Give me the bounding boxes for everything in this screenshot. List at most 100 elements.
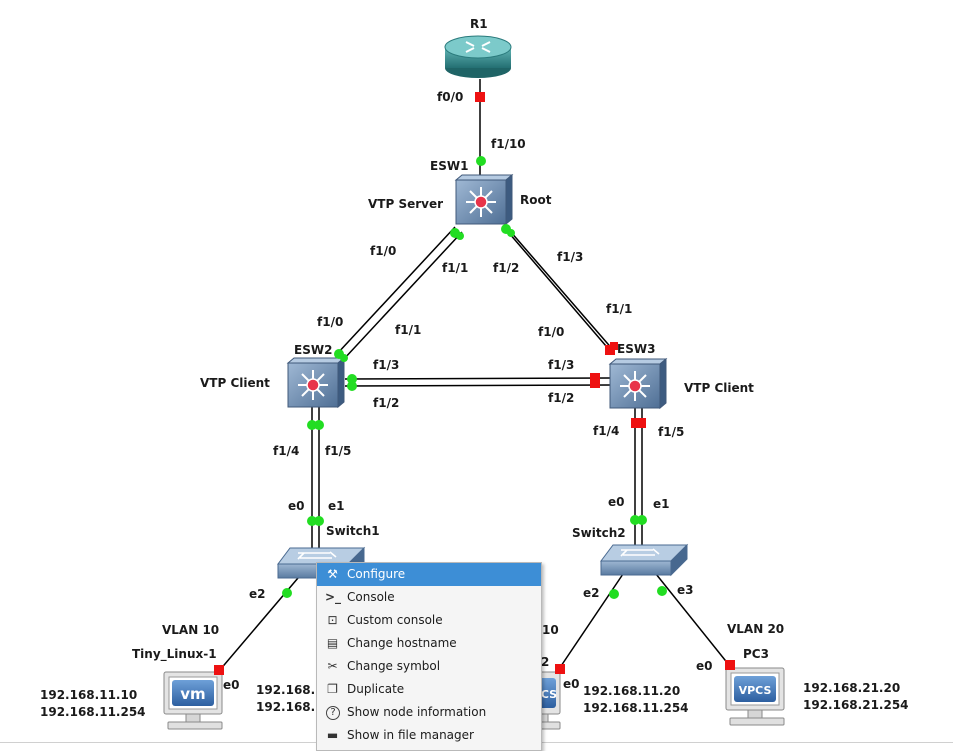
port-label: e0: [696, 659, 713, 673]
note-root[interactable]: Root: [520, 193, 552, 207]
custom-console-icon: ⊡: [327, 613, 338, 627]
gateway-address: 192.168.21.254: [803, 698, 909, 712]
port-label: f1/2: [493, 261, 520, 275]
port-sw1-e1-up: [314, 516, 324, 526]
port-label: f0/0: [437, 90, 464, 104]
port-label: e1: [653, 497, 670, 511]
port-label: e1: [328, 499, 345, 513]
info-icon: ?: [326, 706, 340, 720]
gateway-address: 192.168.11.254: [583, 701, 689, 715]
router-r1[interactable]: [444, 35, 512, 78]
menu-item-duplicate[interactable]: ❐ Duplicate: [317, 678, 541, 701]
port-sw2-e3-up: [657, 586, 667, 596]
vpcs-logo-partial: CS: [541, 688, 557, 701]
menu-item-change-hostname[interactable]: ▤ Change hostname: [317, 632, 541, 655]
node-label-pc3[interactable]: PC3: [743, 647, 769, 661]
esw2-icon[interactable]: [286, 356, 346, 409]
menu-item-custom-console[interactable]: ⊡ Custom console: [317, 609, 541, 632]
port-label: e0: [223, 678, 240, 692]
port-sw2-e1-up: [637, 515, 647, 525]
node-label-esw2[interactable]: ESW2: [294, 343, 333, 357]
menu-item-label: Duplicate: [347, 682, 405, 696]
port-label: f1/0: [370, 244, 397, 258]
note-vtp-server[interactable]: VTP Server: [368, 197, 444, 211]
menu-item-label: Configure: [347, 567, 406, 581]
port-esw3-f12-down: [590, 380, 600, 388]
note-vlan20[interactable]: VLAN 20: [727, 622, 785, 636]
port-esw3-f13-down: [590, 373, 600, 383]
ip-address: 192.168.11.10: [40, 688, 138, 702]
ip-address: 192.168.2: [256, 683, 324, 697]
port-label: f1/5: [325, 444, 352, 458]
link-esw1-esw2-b[interactable]: [342, 231, 463, 361]
gateway-address: 192.168.11.254: [40, 705, 146, 719]
symbol-icon: ✂: [327, 659, 338, 673]
port-label: e2: [583, 586, 600, 600]
menu-item-label: Custom console: [347, 613, 443, 627]
port-sw1-e2-up: [282, 588, 292, 598]
port-pc2-e0-down: [555, 664, 565, 674]
note-vtp-client-esw3[interactable]: VTP Client: [684, 381, 754, 395]
pc3-icon[interactable]: VPCS: [725, 667, 785, 726]
vpcs-logo: VPCS: [739, 684, 772, 697]
note-vlan10-left[interactable]: VLAN 10: [162, 623, 220, 637]
port-esw3-f15-down: [637, 418, 646, 428]
port-pc3-e0-down: [725, 660, 735, 670]
port-esw2-f11-up: [340, 354, 348, 362]
tiny-linux-pc-icon[interactable]: vm: [163, 671, 223, 730]
port-esw3-f14-down: [631, 418, 641, 428]
note-pc2-ip[interactable]: 192.168.11.20 192.168.11.254: [583, 683, 689, 717]
port-sw2-e2-up: [609, 589, 619, 599]
esw1-icon[interactable]: [454, 173, 514, 226]
port-label: f1/3: [548, 358, 575, 372]
menu-item-configure[interactable]: ⚒ Configure: [317, 563, 541, 586]
link-switch2-pc3[interactable]: [655, 573, 730, 666]
esw3-icon[interactable]: [608, 357, 668, 410]
link-esw2-esw3-b[interactable]: [344, 384, 611, 387]
link-esw1-esw3-b[interactable]: [509, 230, 615, 352]
port-label: e0: [563, 677, 580, 691]
port-label: f1/2: [373, 396, 400, 410]
node-label-esw3[interactable]: ESW3: [617, 342, 656, 356]
port-esw2-f13-up: [347, 374, 357, 384]
link-esw2-esw3-a[interactable]: [344, 377, 611, 380]
port-label: f1/10: [491, 137, 526, 151]
note-pc-mid-ip[interactable]: 192.168.2 192.168.2: [256, 682, 324, 716]
note-pc3-ip[interactable]: 192.168.21.20 192.168.21.254: [803, 680, 909, 714]
port-label: f1/0: [317, 315, 344, 329]
link-esw1-esw3-a[interactable]: [502, 225, 607, 347]
note-tiny-linux-ip[interactable]: 192.168.11.10 192.168.11.254: [40, 687, 146, 721]
node-label-switch2[interactable]: Switch2: [572, 526, 626, 540]
port-esw2-f14-up: [307, 420, 317, 430]
node-label-esw1[interactable]: ESW1: [430, 159, 469, 173]
port-sw2-e0-up: [630, 515, 640, 525]
menu-item-show-node-information[interactable]: ? Show node information: [317, 701, 541, 724]
switch2-icon[interactable]: [600, 543, 689, 577]
folder-icon: ▬: [326, 728, 339, 742]
port-esw2-f12-up: [347, 381, 357, 391]
note-vlan10-mid[interactable]: 10: [542, 623, 559, 637]
duplicate-icon: ❐: [327, 682, 338, 696]
port-indicators: [214, 92, 735, 675]
menu-item-console[interactable]: >_ Console: [317, 586, 541, 609]
terminal-icon: >_: [325, 590, 342, 604]
port-linux-e0-down: [214, 665, 224, 675]
menu-item-change-symbol[interactable]: ✂ Change symbol: [317, 655, 541, 678]
port-label: e0: [288, 499, 305, 513]
port-r1-f00-down: [475, 92, 485, 102]
note-vtp-client-esw2[interactable]: VTP Client: [200, 376, 270, 390]
hostname-icon: ▤: [326, 636, 339, 650]
node-label-r1[interactable]: R1: [470, 17, 488, 31]
port-label: f1/1: [606, 302, 633, 316]
node-label-tiny-linux[interactable]: Tiny_Linux-1: [132, 647, 217, 661]
link-esw1-esw2-a[interactable]: [335, 226, 456, 356]
port-label: f1/2: [548, 391, 575, 405]
port-label: f1/1: [442, 261, 469, 275]
port-esw1-f11-up: [456, 232, 464, 240]
node-label-switch1[interactable]: Switch1: [326, 524, 380, 538]
menu-item-show-in-file-manager[interactable]: ▬ Show in file manager: [317, 724, 541, 747]
menu-item-label: Console: [347, 590, 395, 604]
menu-item-label: Show node information: [347, 705, 487, 719]
port-label: f1/4: [273, 444, 300, 458]
